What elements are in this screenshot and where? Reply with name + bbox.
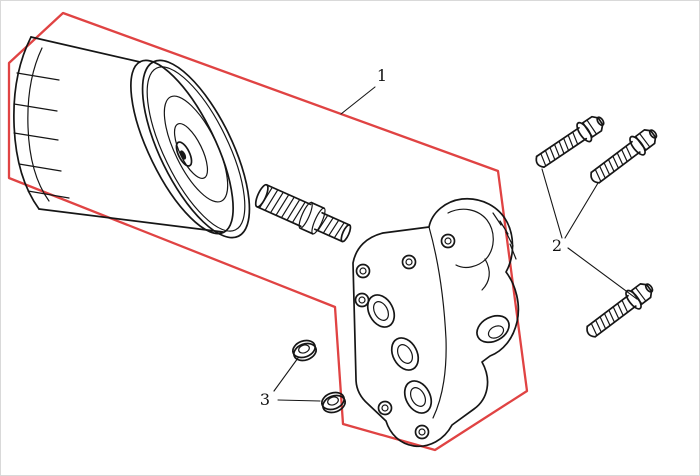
callout-2-leader-a <box>541 168 563 239</box>
bolt-drawing-2 <box>590 129 658 184</box>
bolt-drawing-1 <box>535 115 605 169</box>
washer-drawing-1 <box>292 339 317 362</box>
callout-3-leader-b <box>277 399 321 402</box>
filter-housing-drawing <box>352 197 520 448</box>
callout-3-leader-a <box>273 357 299 392</box>
callout-3: 3 <box>260 357 321 409</box>
callout-3-label: 3 <box>260 390 270 409</box>
callout-2-leader-b <box>564 182 599 239</box>
oil-filter-drawing <box>13 36 251 239</box>
washer-drawing-2 <box>321 391 346 414</box>
group-1-highlight-outline <box>7 11 529 452</box>
callout-2-label: 2 <box>552 236 562 255</box>
callout-1: 1 <box>340 66 387 115</box>
callout-1-leader <box>340 86 376 115</box>
callout-2-leader-c <box>567 247 638 300</box>
threaded-fitting-drawing <box>254 183 352 243</box>
callout-2: 2 <box>541 168 638 300</box>
bolt-drawing-3 <box>586 283 654 338</box>
callout-1-label: 1 <box>377 66 387 85</box>
